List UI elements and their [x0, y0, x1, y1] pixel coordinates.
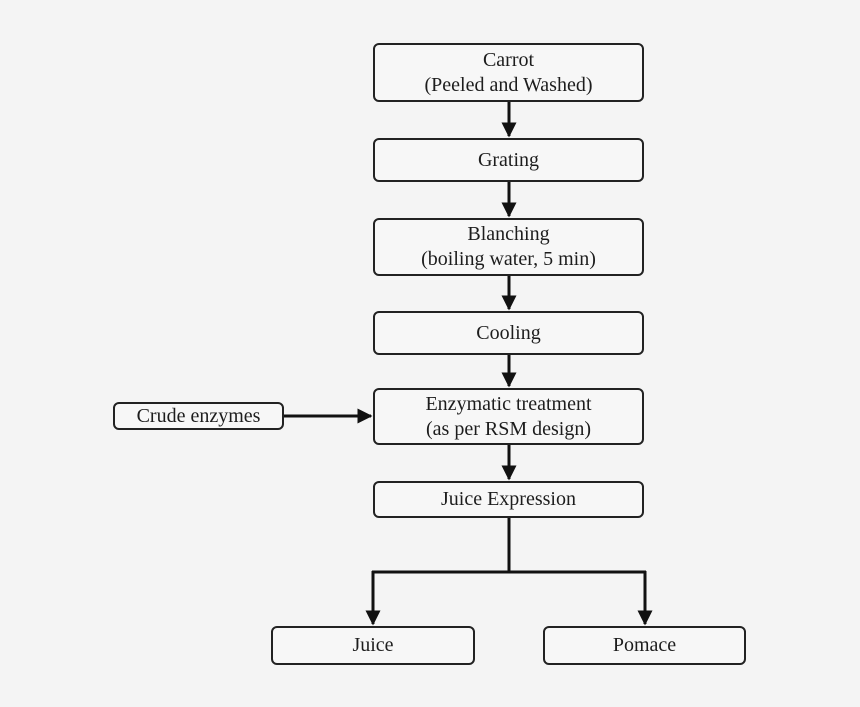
output-juice-label: Juice: [352, 634, 394, 656]
step-enzymatic-treatment: Enzymatic treatment (as per RSM design): [373, 388, 644, 445]
step-juice-expression: Juice Expression: [373, 481, 644, 518]
output-pomace-label: Pomace: [612, 634, 677, 656]
step-cooling: Cooling: [373, 311, 644, 355]
step-blanching-detail: (boiling water, 5 min): [421, 248, 596, 270]
step-carrot-detail: (Peeled and Washed): [424, 73, 593, 96]
step-blanching: Blanching (boiling water, 5 min): [373, 218, 644, 276]
input-crude-enzymes: Crude enzymes: [113, 402, 284, 430]
step-enzymatic-treatment-title: Enzymatic treatment: [425, 392, 592, 415]
step-blanching-title: Blanching: [467, 223, 550, 245]
step-juice-expression-title: Juice Expression: [441, 488, 576, 510]
step-enzymatic-treatment-detail: (as per RSM design): [426, 417, 591, 440]
step-grating-title: Grating: [477, 148, 540, 171]
step-carrot-title: Carrot: [482, 48, 535, 71]
step-cooling-title: Cooling: [476, 321, 541, 344]
step-grating: Grating: [373, 138, 644, 182]
step-carrot: Carrot (Peeled and Washed): [373, 43, 644, 102]
output-juice: Juice: [271, 626, 475, 665]
output-pomace: Pomace: [543, 626, 746, 665]
input-crude-enzymes-label: Crude enzymes: [136, 404, 261, 427]
